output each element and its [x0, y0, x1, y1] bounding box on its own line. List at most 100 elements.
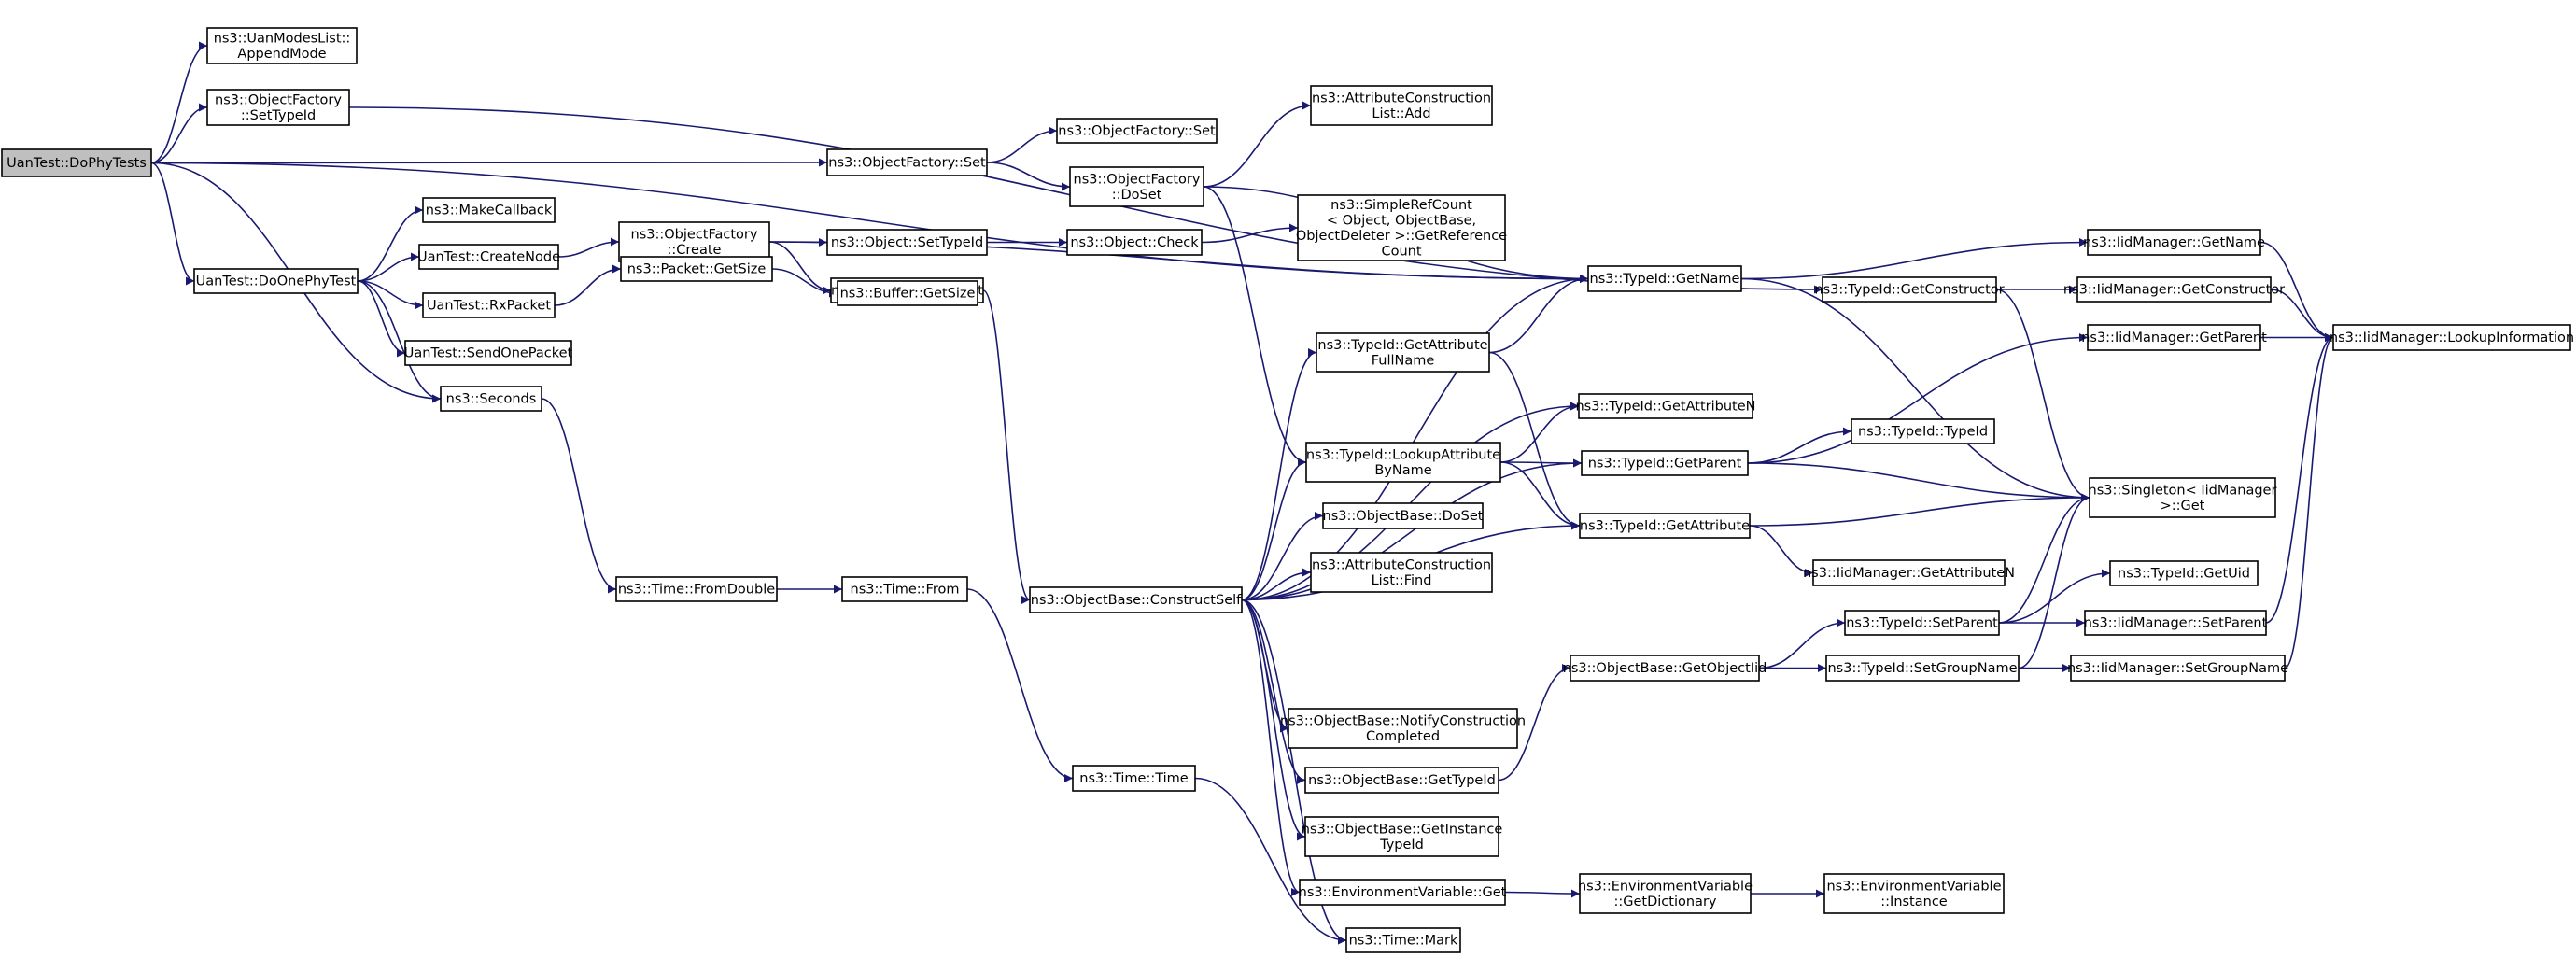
node-iidsetgroupname[interactable]: ns3::IidManager::SetGroupName [2067, 655, 2288, 682]
node-tisetgroupname[interactable]: ns3::TypeId::SetGroupName [1825, 655, 2020, 682]
node-obgetobjectiid[interactable]: ns3::ObjectBase::GetObjectIid [1563, 655, 1767, 682]
node-timefromdouble[interactable]: ns3::Time::FromDouble [615, 576, 778, 602]
node-envget[interactable]: ns3::EnvironmentVariable::Get [1299, 879, 1507, 906]
node-box [1578, 393, 1753, 419]
node-iidgetattrn[interactable]: ns3::IidManager::GetAttributeN [1803, 559, 2015, 586]
node-label: ns3::IidManager::GetName [2083, 235, 2265, 250]
edge-tigetconstructor-to-singletonget [1995, 289, 2090, 502]
node-timetime[interactable]: ns3::Time::Time [1072, 765, 1196, 792]
node-envgetdict[interactable]: ns3::EnvironmentVariable::GetDictionary [1578, 873, 1753, 914]
node-settypeid[interactable]: ns3::ObjectFactory::SetTypeId [206, 89, 350, 126]
node-ofset[interactable]: ns3::ObjectFactory::Set [826, 148, 988, 176]
node-label: ::SetTypeId [241, 108, 316, 123]
node-envinstance[interactable]: ns3::EnvironmentVariable::Instance [1823, 873, 2005, 914]
node-label: ns3::ObjectFactory::Set [1058, 124, 1216, 139]
node-appendmode[interactable]: ns3::UanModesList::AppendMode [206, 27, 358, 64]
node-ofdoset[interactable]: ns3::ObjectFactory::DoSet [1069, 166, 1204, 207]
node-label: ns3::IidManager::GetParent [2081, 331, 2267, 345]
node-box [1305, 442, 1501, 483]
node-simplerefcount[interactable]: ns3::SimpleRefCount< Object, ObjectBase,… [1296, 194, 1507, 261]
node-tisetparent[interactable]: ns3::TypeId::SetParent [1844, 610, 2000, 636]
node-iidgetparent[interactable]: ns3::IidManager::GetParent [2081, 324, 2267, 351]
node-singletonget[interactable]: ns3::Singleton< IidManager >::Get [2089, 477, 2277, 518]
node-tigetname[interactable]: ns3::TypeId::GetName [1587, 265, 1742, 292]
node-ofset2[interactable]: ns3::ObjectFactory::Set [1056, 118, 1218, 144]
node-box [1822, 276, 1997, 303]
node-label: ns3::ObjectFactory::Set [828, 156, 986, 171]
node-box [1069, 166, 1204, 207]
node-iidsetparent[interactable]: ns3::IidManager::SetParent [2084, 610, 2268, 636]
node-box [1310, 85, 1493, 126]
node-iidgetconstructor[interactable]: ns3::IidManager::GetConstructor [2063, 276, 2285, 303]
node-iidgetname[interactable]: ns3::IidManager::GetName [2083, 229, 2265, 256]
node-objcheck[interactable]: ns3::Object::Check [1066, 229, 1203, 256]
node-tigetparent[interactable]: ns3::TypeId::GetParent [1581, 450, 1749, 476]
node-label: ns3::AttributeConstruction [1312, 91, 1491, 106]
node-label: ns3::ObjectFactory [215, 92, 342, 107]
node-packetgetsize[interactable]: ns3::Packet::GetSize [620, 256, 773, 282]
node-tigetattrn[interactable]: ns3::TypeId::GetAttributeN [1575, 393, 1756, 419]
node-label: Completed [1366, 729, 1440, 744]
node-objsettypeid[interactable]: ns3::Object::SetTypeId [826, 229, 988, 256]
node-tigetuid[interactable]: ns3::TypeId::GetUid [2109, 560, 2259, 586]
node-box [193, 268, 359, 294]
node-sendonepacket[interactable]: UanTest::SendOnePacket [404, 340, 573, 366]
node-label: ns3::ObjectBase::NotifyConstruction [1280, 713, 1526, 728]
nodes-layer: UanTest::DoPhyTests ns3::UanModesList::Ap… [1, 27, 2574, 953]
edge-constructself-to-obgettypeid [1241, 599, 1306, 784]
node-box [1851, 418, 1995, 444]
node-obgettypeid[interactable]: ns3::ObjectBase::GetTypeId [1304, 767, 1499, 794]
node-label: ns3::AttributeConstruction [1312, 557, 1491, 572]
edge-constructself-to-timemark [1241, 599, 1347, 945]
node-constructself[interactable]: ns3::ObjectBase::ConstructSelf [1029, 586, 1243, 613]
node-ofcreate[interactable]: ns3::ObjectFactory::Create [618, 221, 770, 262]
node-titypeid[interactable]: ns3::TypeId::TypeId [1851, 418, 1995, 444]
node-box [422, 292, 556, 318]
node-box [1322, 502, 1484, 529]
node-seconds[interactable]: ns3::Seconds [440, 386, 542, 412]
node-box [2109, 560, 2259, 586]
node-rxpacket[interactable]: UanTest::RxPacket [422, 292, 556, 318]
node-notifyconst[interactable]: ns3::ObjectBase::NotifyConstructionCompl… [1280, 708, 1526, 749]
node-label: TypeId [1379, 838, 1424, 852]
edge-iidsetparent-to-iidlookupinfo [2265, 333, 2334, 624]
edge-dophytest-to-seconds [357, 280, 442, 403]
node-box [1304, 816, 1499, 857]
edge-constructself-to-lookupattr [1241, 458, 1307, 601]
node-box [2332, 324, 2571, 351]
node-label: ::DoSet [1112, 188, 1162, 203]
node-box [1, 148, 152, 177]
node-dophytest[interactable]: UanTest::DoOnePhyTest [193, 268, 359, 294]
node-box [418, 244, 559, 270]
edge-root-to-ofset [150, 158, 828, 167]
node-box [422, 197, 556, 223]
node-tigetattr[interactable]: ns3::TypeId::GetAttribute [1579, 513, 1751, 539]
node-label: ns3::Seconds [446, 392, 537, 407]
node-timefrom[interactable]: ns3::Time::From [841, 576, 968, 602]
node-makecallback[interactable]: ns3::MakeCallback [422, 197, 556, 223]
node-root[interactable]: UanTest::DoPhyTests [1, 148, 152, 177]
node-createnode[interactable]: UanTest::CreateNode [417, 244, 560, 270]
node-obdoset[interactable]: ns3::ObjectBase::DoSet [1322, 502, 1484, 529]
node-label: ns3::IidManager::SetParent [2084, 616, 2268, 631]
node-buffergetsize[interactable]: ns3::Buffer::GetSize [837, 280, 978, 306]
edge-root-to-dophytest [150, 162, 195, 286]
node-box [1823, 873, 2005, 914]
node-label: ns3::UanModesList:: [214, 31, 351, 46]
node-label: ns3::ObjectBase::GetObjectIid [1563, 661, 1767, 676]
node-iidlookupinfo[interactable]: ns3::IidManager::LookupInformation [2330, 324, 2574, 351]
edge-constructself-to-tigetparent [1241, 458, 1583, 601]
node-label: UanTest::CreateNode [417, 250, 560, 265]
node-box [620, 256, 773, 282]
edge-dophytest-to-makecallback [357, 205, 424, 282]
edge-root-to-settypeid [150, 103, 208, 164]
node-timemark[interactable]: ns3::Time::Mark [1345, 927, 1461, 953]
node-tigetconstructor[interactable]: ns3::TypeId::GetConstructor [1814, 276, 2005, 303]
edge-tigetattr-to-iidgetattrn [1749, 525, 1814, 577]
edge-tisetparent-to-tigetuid [1998, 569, 2111, 624]
